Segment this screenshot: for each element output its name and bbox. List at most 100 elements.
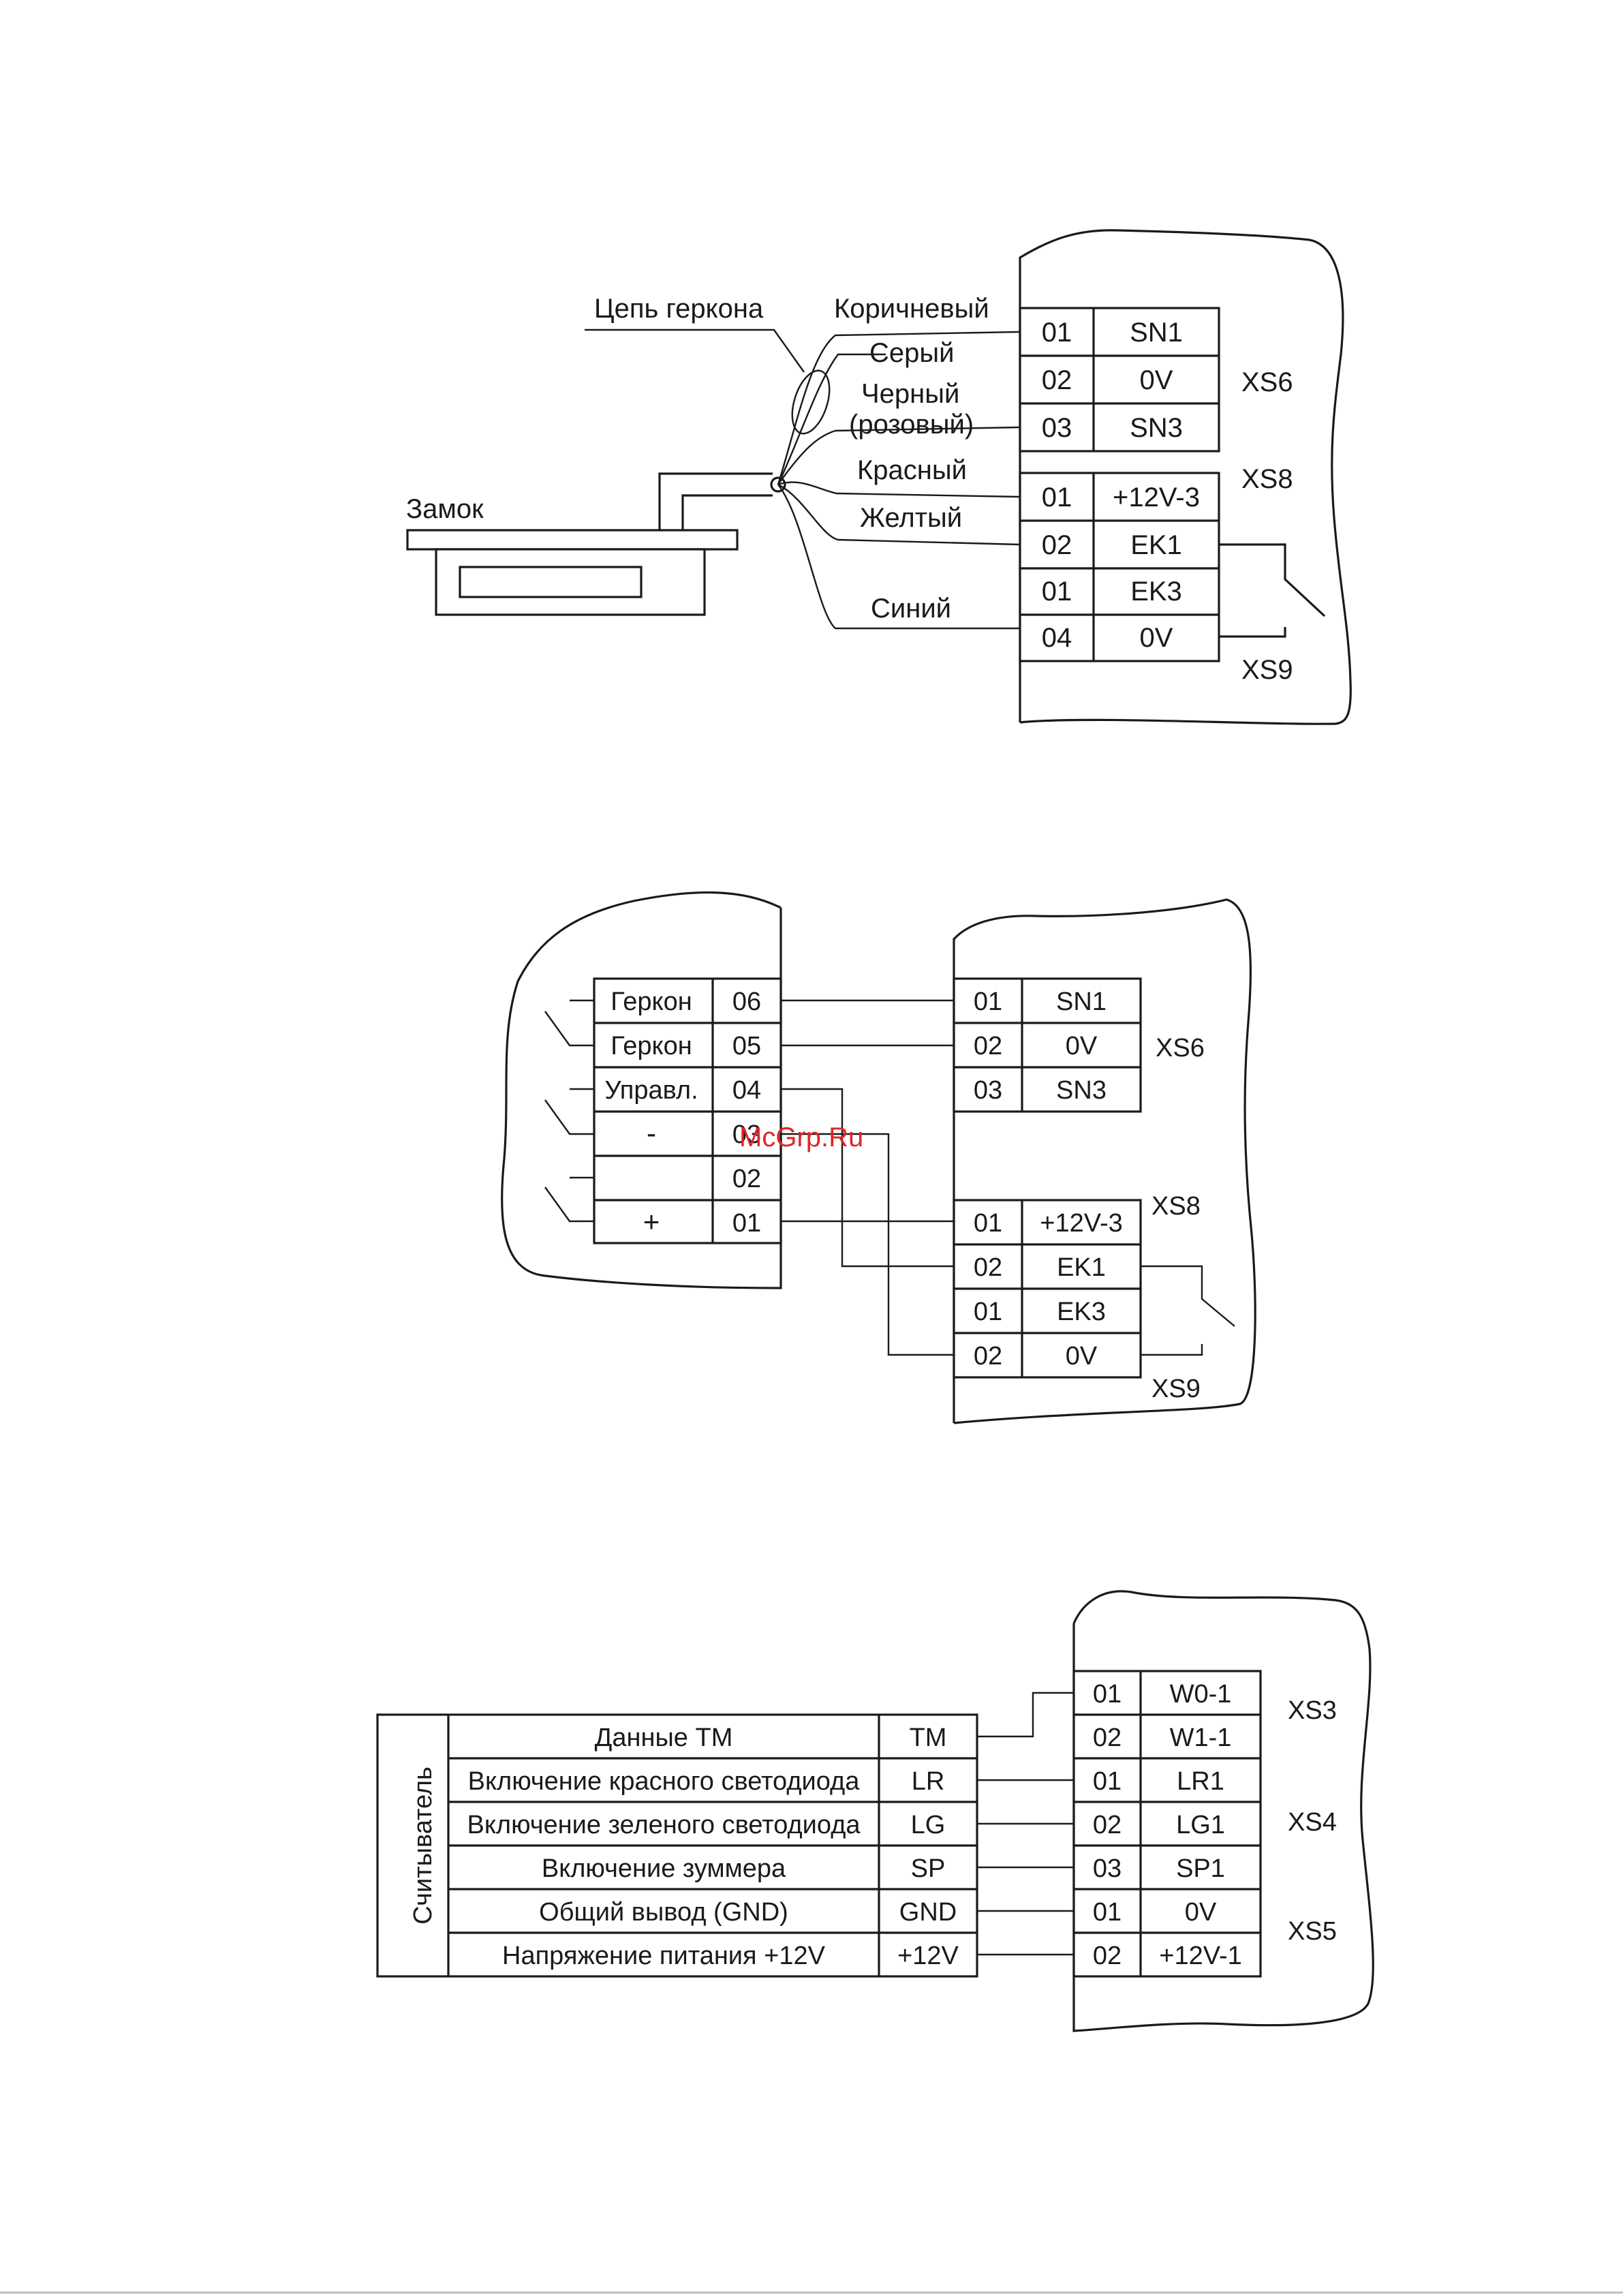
- controller-board-outline-1: [1019, 229, 1352, 725]
- controller-board-outline-2: [953, 898, 1256, 1424]
- controller-signal: 0V: [1185, 1898, 1217, 1927]
- wire-04-to-xs8-02: [781, 1088, 954, 1268]
- left-row-pin: 06: [732, 988, 761, 1016]
- wire-red: [777, 481, 1021, 498]
- controller-signal: LR1: [1177, 1767, 1224, 1796]
- diagram-device-connection: Геркон 06 Геркон 05 Управл. 04 - 03 02 +…: [501, 891, 1256, 1424]
- wire-tm: [977, 1692, 1074, 1738]
- left-row-pin: 01: [732, 1209, 761, 1238]
- reader-function: Напряжение питания +12V: [502, 1942, 826, 1970]
- xs6-pin: 03: [1042, 413, 1072, 443]
- xs6-pin: 03: [974, 1076, 1002, 1105]
- wire-brown: [777, 331, 1021, 485]
- wire-label-black-1: Черный: [861, 379, 959, 409]
- left-device-connector: Геркон 06 Геркон 05 Управл. 04 - 03 02 +…: [593, 977, 782, 1244]
- xs8-pin: 01: [974, 1209, 1002, 1238]
- xs6-connector-2: 01 SN1 02 0V 03 SN3 XS6: [953, 977, 1205, 1113]
- xs8-pin: 01: [1042, 483, 1072, 512]
- xs9-name: XS9: [1241, 655, 1293, 685]
- xs6-signal: SN3: [1056, 1076, 1107, 1105]
- xs6-signal: 0V: [1140, 365, 1173, 395]
- xs5-name: XS5: [1288, 1917, 1337, 1946]
- wire-label-yellow: Желтый: [860, 503, 962, 533]
- wire-black: [777, 426, 1021, 485]
- wire-blue: [777, 484, 1020, 630]
- controller-signal: SP1: [1176, 1854, 1225, 1883]
- xs8-name: XS8: [1241, 464, 1293, 494]
- reader-function: Включение зеленого светодиода: [467, 1811, 861, 1839]
- left-row-pin: 05: [732, 1032, 761, 1060]
- wire-yellow: [777, 483, 1021, 546]
- xs8-pin: 02: [974, 1253, 1002, 1282]
- controller-pin: 02: [1093, 1811, 1122, 1839]
- xs6-pin: 01: [974, 988, 1002, 1016]
- reader-signal: LR: [912, 1767, 945, 1796]
- xs3-name: XS3: [1288, 1696, 1337, 1725]
- controller-signal: LG1: [1176, 1811, 1225, 1839]
- left-row-label: Управл.: [604, 1076, 698, 1105]
- xs6-signal: SN1: [1130, 318, 1183, 348]
- reader-function: Общий вывод (GND): [539, 1898, 788, 1927]
- left-switch-contacts: [544, 999, 594, 1223]
- lock-switch-contact-2: [1141, 1265, 1235, 1356]
- xs9-pin: 02: [974, 1342, 1002, 1371]
- reader-function: Включение красного светодиода: [468, 1767, 861, 1796]
- left-row-pin: 03: [732, 1120, 761, 1149]
- controller-pin: 02: [1093, 1724, 1122, 1752]
- wire-label-brown: Коричневый: [834, 294, 989, 324]
- left-row-label: -: [647, 1117, 656, 1149]
- wire-label-gray: Серый: [869, 338, 954, 368]
- xs6-pin: 02: [974, 1032, 1002, 1060]
- xs9-signal: EK3: [1130, 577, 1182, 607]
- reader-signal: +12V: [897, 1942, 959, 1970]
- reader-signal: TM: [910, 1724, 947, 1752]
- controller-pin: 02: [1093, 1942, 1122, 1970]
- lock-label: Замок: [406, 494, 484, 524]
- controller-pin: 01: [1093, 1680, 1122, 1709]
- reed-circuit-leader: [585, 328, 805, 373]
- controller-board-outline-3: [1072, 1590, 1374, 2032]
- controller-signal: W0-1: [1170, 1680, 1232, 1709]
- xs4-name: XS4: [1288, 1808, 1337, 1837]
- wire-label-red: Красный: [857, 455, 967, 485]
- xs8-connector-2: 01 +12V-3 02 EK1 XS8: [953, 1192, 1201, 1290]
- xs8-signal: +12V-3: [1113, 483, 1200, 512]
- xs6-signal: SN1: [1056, 988, 1107, 1016]
- xs8-name: XS8: [1151, 1192, 1201, 1221]
- controller-pin: 01: [1093, 1767, 1122, 1796]
- left-row-pin: 02: [732, 1165, 761, 1193]
- controller-signal: +12V-1: [1159, 1942, 1242, 1970]
- watermark: McGrp.Ru: [739, 1122, 863, 1152]
- controller-pin: 01: [1093, 1898, 1122, 1927]
- reader-terminal-block: Считыватель Данные TM TM Включение красн…: [376, 1713, 978, 1978]
- reed-circuit-label: Цепь геркона: [594, 294, 764, 324]
- controller-signal: W1-1: [1170, 1724, 1232, 1752]
- xs6-connector-1: 01 SN1 02 0V 03 SN3 XS6: [1019, 307, 1293, 453]
- xs6-pin: 01: [1042, 318, 1072, 348]
- xs9-signal: 0V: [1066, 1342, 1098, 1371]
- controller-terminal-block: 01 W0-1 02 W1-1 01 LR1 02 LG1 03 SP1 01 …: [1072, 1670, 1262, 1978]
- wire-label-black-2: (розовый): [849, 410, 974, 440]
- left-row-pin: 04: [732, 1076, 761, 1105]
- xs9-signal: EK3: [1057, 1298, 1106, 1326]
- lock-body: [406, 529, 739, 616]
- xs8-signal: EK1: [1057, 1253, 1106, 1282]
- reed-circuit-ellipse: [791, 369, 831, 435]
- wire-gray: [777, 353, 886, 485]
- left-row-label: Геркон: [610, 1032, 692, 1060]
- left-row-label: +: [643, 1206, 660, 1238]
- xs8-signal: +12V-3: [1040, 1209, 1123, 1238]
- reader-function: Данные TM: [595, 1724, 733, 1752]
- xs8-signal: EK1: [1130, 530, 1182, 560]
- xs9-connector-1: 01 EK3 04 0V XS9: [1019, 567, 1293, 685]
- reader-signal: GND: [899, 1898, 957, 1927]
- xs8-pin: 02: [1042, 530, 1072, 560]
- left-row-label: Геркон: [610, 988, 692, 1016]
- wire-label-blue: Синий: [871, 594, 951, 624]
- reader-signal: SP: [911, 1854, 946, 1883]
- xs9-pin: 01: [1042, 577, 1072, 607]
- xs6-name: XS6: [1156, 1034, 1205, 1062]
- xs9-signal: 0V: [1140, 623, 1173, 653]
